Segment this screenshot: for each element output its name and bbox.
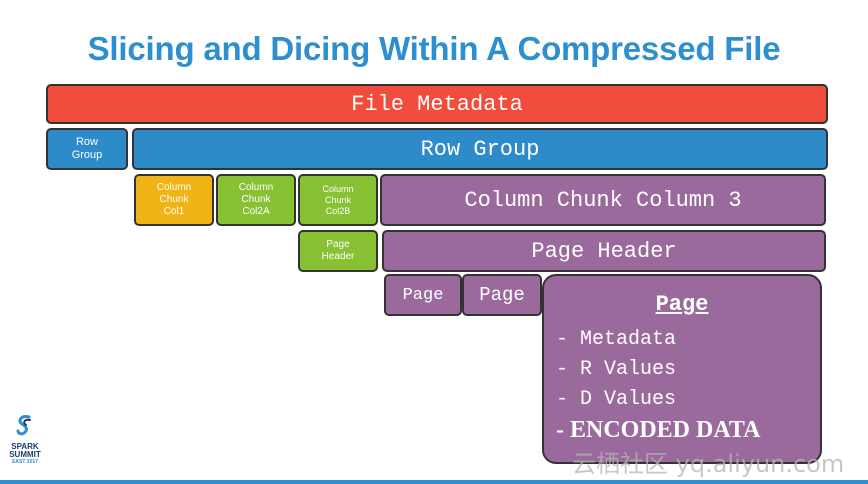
slide-title: Slicing and Dicing Within A Compressed F…	[87, 30, 781, 67]
file-metadata-box: File Metadata	[46, 84, 828, 124]
logo-line-1: SPARK	[11, 442, 39, 451]
file-metadata-label: File Metadata	[351, 91, 523, 117]
col3-label: Column Chunk Column 3	[464, 187, 742, 213]
col1-label-1: Column	[156, 182, 192, 193]
spark-logo-icon	[16, 415, 31, 436]
page-detail-item-d-values: - D Values	[556, 388, 677, 411]
row-group-label: Row Group	[420, 136, 540, 162]
page-header-small-label-2: Header	[321, 251, 355, 262]
col2b-label-1: Column	[322, 183, 354, 194]
col1-label-3: Col1	[163, 206, 185, 217]
row-group-small-label-2: Group	[71, 149, 103, 161]
col2a-label-2: Chunk	[241, 194, 271, 205]
page-header-box: Page Header	[382, 230, 826, 272]
logo-line-3: EAST 2017	[12, 459, 38, 465]
page-detail-title: Page	[655, 292, 709, 317]
page-detail-item-r-values: - R Values	[556, 358, 677, 381]
row-group-small-label-1: Row	[75, 136, 98, 148]
page-header-small-box: Page Header	[298, 230, 378, 272]
row-group-small-box: Row Group	[46, 128, 128, 170]
page-header-small-label-1: Page	[326, 239, 350, 250]
page-1-label: Page	[402, 285, 444, 305]
watermark-text: 云栖社区 yq.aliyun.com	[572, 450, 845, 478]
column-chunk-col1-box: Column Chunk Col1	[134, 174, 214, 226]
column-chunk-col2b-box: Column Chunk Col2B	[298, 174, 378, 226]
column-chunk-col3-box: Column Chunk Column 3	[380, 174, 826, 226]
logo-line-2: SUMMIT	[9, 450, 41, 459]
col2a-label-3: Col2A	[242, 206, 270, 217]
page-detail-item-metadata: - Metadata	[556, 328, 677, 351]
page-box-2: Page	[462, 274, 542, 316]
row-group-box: Row Group	[132, 128, 828, 170]
spark-summit-logo: SPARK SUMMIT EAST 2017	[5, 414, 45, 465]
col2b-label-2: Chunk	[324, 194, 351, 205]
page-detail-box: Page - Metadata - R Values - D Values - …	[542, 274, 822, 464]
page-header-label: Page Header	[531, 238, 677, 264]
page-box-1: Page	[384, 274, 462, 316]
page-2-label: Page	[479, 284, 525, 306]
column-chunk-col2a-box: Column Chunk Col2A	[216, 174, 296, 226]
col2a-label-1: Column	[238, 182, 274, 193]
col2b-label-3: Col2B	[325, 205, 351, 216]
page-detail-item-encoded-data: - ENCODED DATA	[556, 417, 761, 443]
col1-label-2: Chunk	[159, 194, 189, 205]
bottom-accent-bar	[0, 480, 868, 484]
